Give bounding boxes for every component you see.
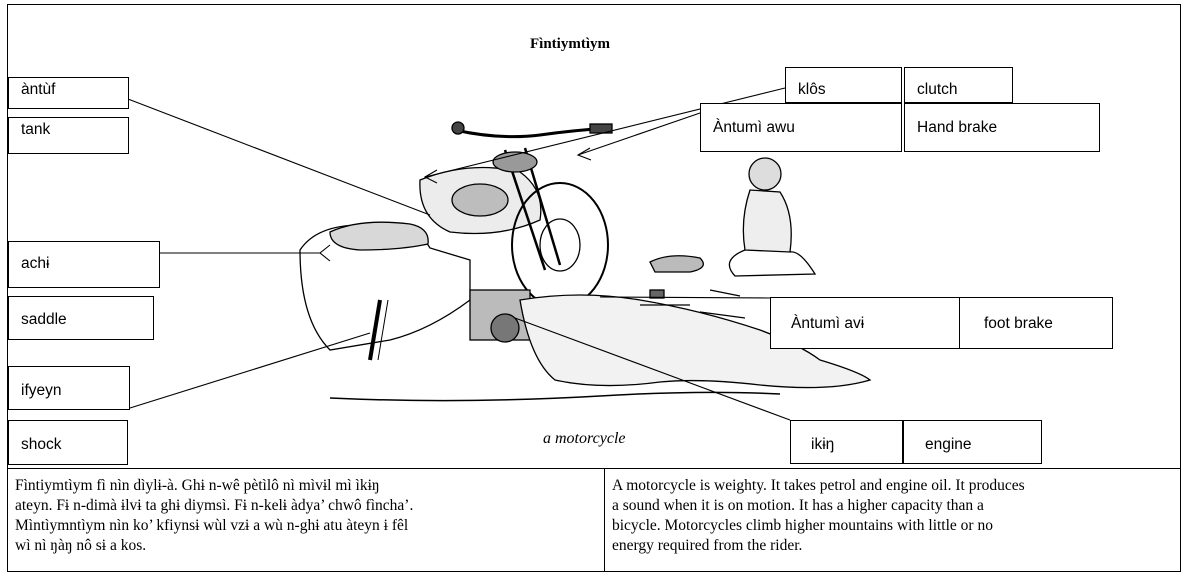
- label-handbrake-english: Hand brake: [904, 103, 1100, 152]
- column-divider: [604, 468, 605, 572]
- native-line: ateyn. Fɨ n-dimà ɨlvɨ ta ghɨ diymsì. Fɨ …: [15, 496, 413, 516]
- english-line: bicycle. Motorcycles climb higher mounta…: [612, 516, 1025, 536]
- label-shock-native: ifyeyn: [8, 366, 130, 410]
- label-engine-english: engine: [903, 420, 1042, 464]
- native-line: wì nì ŋàŋ nô sɨ a kos.: [15, 536, 413, 556]
- native-line: Fìntiymtìym fì nìn dìylɨ-à. Ghɨ n-wê pèt…: [15, 476, 413, 496]
- english-line: A motorcycle is weighty. It takes petrol…: [612, 476, 1025, 496]
- label-footbrake-native: Àntumì avɨ: [770, 297, 960, 349]
- english-line: energy required from the rider.: [612, 536, 1025, 556]
- english-line: a sound when it is on motion. It has a h…: [612, 496, 1025, 516]
- label-footbrake-english: foot brake: [959, 297, 1113, 349]
- label-engine-native: ikɨŋ: [790, 420, 903, 464]
- english-paragraph: A motorcycle is weighty. It takes petrol…: [612, 476, 1025, 556]
- label-saddle-native: achɨ: [8, 241, 160, 288]
- illustration-caption: a motorcycle: [543, 430, 625, 448]
- native-paragraph: Fìntiymtìym fì nìn dìylɨ-à. Ghɨ n-wê pèt…: [15, 476, 413, 556]
- label-clutch-english: clutch: [904, 67, 1013, 103]
- label-tank-native: àntùf: [8, 77, 129, 109]
- label-saddle-english: saddle: [8, 296, 154, 340]
- table-divider: [7, 468, 1181, 469]
- label-clutch-native: klôs: [785, 67, 902, 103]
- label-tank-english: tank: [8, 117, 129, 154]
- label-handbrake-native: Àntumì awu: [700, 103, 902, 152]
- label-shock-english: shock: [8, 420, 128, 465]
- native-line: Mìntìymntìym nìn ko’ kfiynsɨ wùl vzɨ a w…: [15, 516, 413, 536]
